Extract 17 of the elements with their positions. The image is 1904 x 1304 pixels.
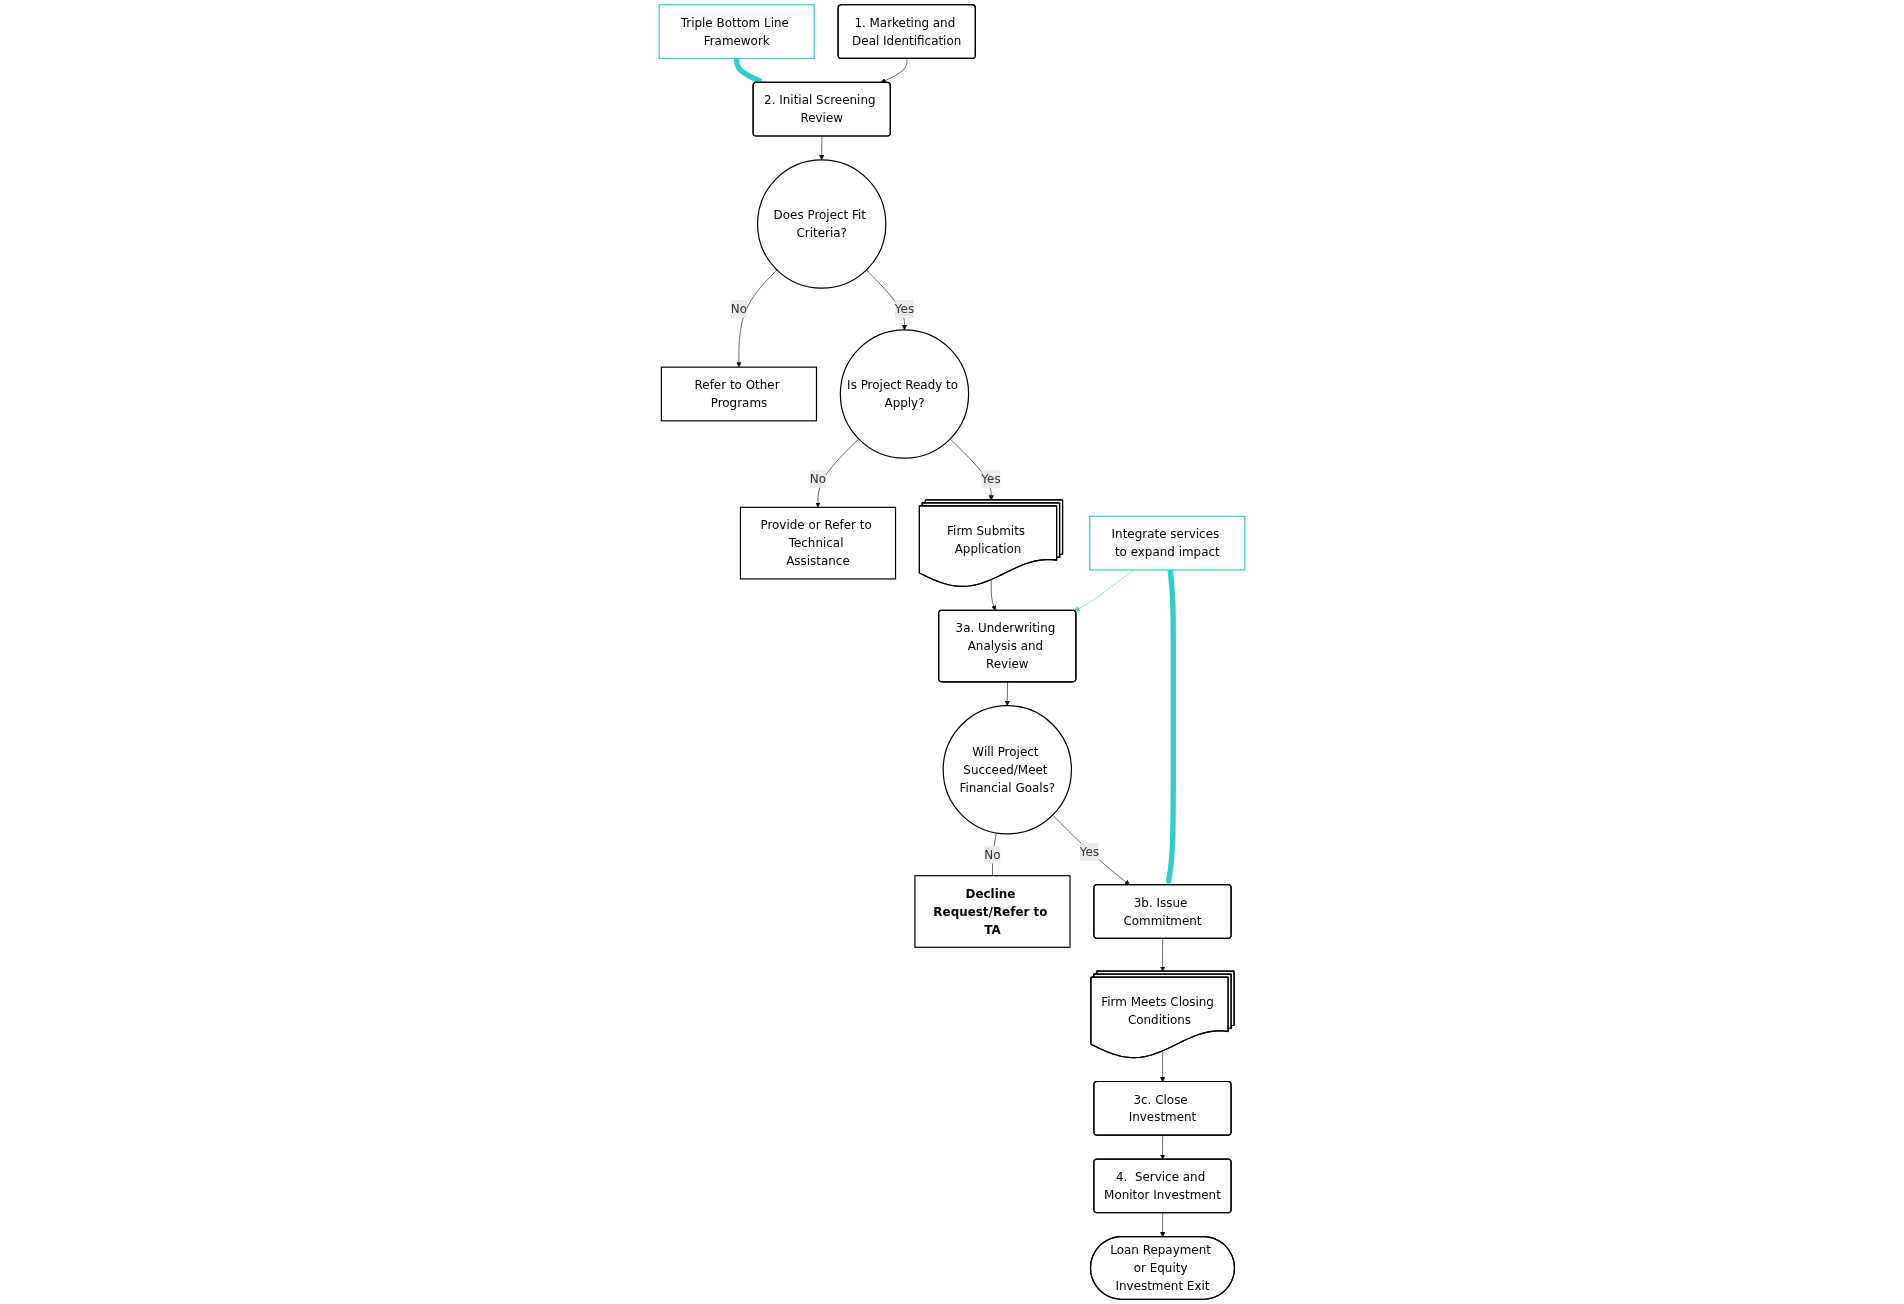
arrow: [1165, 569, 1176, 886]
arrow: [734, 57, 764, 85]
node-box: Provide or Refer to Technical Assistance: [739, 506, 897, 580]
node-circle: Is Project Ready to Apply?: [839, 329, 970, 459]
node-box: Refer to Other Programs: [660, 366, 818, 422]
node-circle: Does Project Fit Criteria?: [757, 159, 887, 289]
edge-label: No: [984, 847, 1001, 862]
edge-label: No: [730, 301, 748, 317]
connector: [992, 832, 997, 876]
edge-label: Yes: [981, 471, 1001, 487]
node-box: Integrate services to expand impact: [1089, 515, 1246, 571]
edge-label: Yes: [894, 301, 915, 317]
node-circle: Will Project Succeed/Meet Financial Goals?: [942, 705, 1073, 835]
node-box: Triple Bottom Line Framework: [658, 4, 815, 60]
node-box: Decline Request/Refer to TA: [914, 875, 1071, 948]
edge-label: No: [809, 471, 827, 487]
edge-label: Yes: [1079, 844, 1100, 860]
